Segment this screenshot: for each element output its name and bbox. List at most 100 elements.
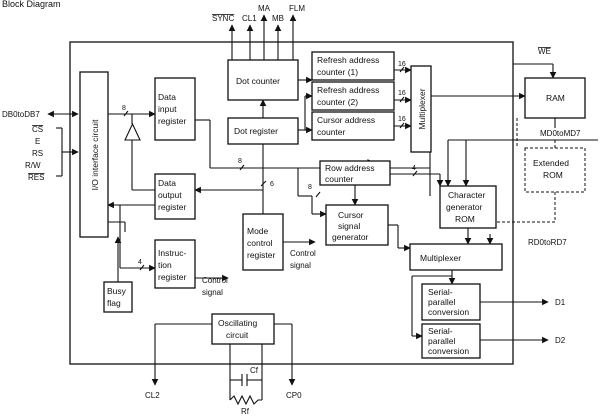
serial1-line3: conversion xyxy=(428,307,469,317)
cp0-signal: CP0 xyxy=(286,391,302,400)
data-output-line3: register xyxy=(158,202,187,212)
cursor-gen-line1: Cursor xyxy=(338,210,364,220)
ram-label: RAM xyxy=(546,93,565,103)
refresh-address-counter-1: Refresh address counter (1) xyxy=(311,51,395,81)
we-signal: WE xyxy=(538,47,551,56)
busy-flag-line2: flag xyxy=(107,298,121,308)
mode-control-line1: Mode xyxy=(247,226,269,236)
busy-flag: Busy flag xyxy=(103,281,133,313)
cursor-gen-line2: signal xyxy=(338,221,360,231)
sync-signal: SYNC xyxy=(212,14,234,23)
cursor-addr-line2: counter xyxy=(317,127,346,137)
data-input-line2: input xyxy=(158,104,177,114)
osc-line2: circuit xyxy=(226,330,249,340)
res-signal: RES xyxy=(28,173,44,182)
busy-flag-line1: Busy xyxy=(107,286,127,296)
mode-control-register: Mode control register xyxy=(242,213,284,271)
bus-width-16a: 16 xyxy=(398,61,406,68)
data-output-line1: Data xyxy=(158,178,176,188)
ram-block: RAM xyxy=(524,77,586,119)
control-signal-1-line1: Control xyxy=(202,276,228,285)
dot-register: Dot register xyxy=(227,117,299,145)
instruction-register: Instruc- tion register xyxy=(154,239,196,289)
cursor-gen-line3: generator xyxy=(332,232,369,242)
dot-counter-label: Dot counter xyxy=(236,76,280,86)
page-title: Block Diagram xyxy=(2,0,61,9)
bus-width-16b: 16 xyxy=(398,90,406,97)
oscillating-circuit: Oscillating circuit xyxy=(211,313,275,345)
control-signal-2-line2: signal xyxy=(290,261,311,270)
d2-signal: D2 xyxy=(555,336,566,345)
io-interface-block: I/O interface circuit xyxy=(79,71,109,238)
instruction-line2: tion xyxy=(158,260,172,270)
bus-width-4b: 4 xyxy=(412,165,416,172)
row-address-counter: Row address counter xyxy=(319,160,391,186)
control-inputs: CS E RS R/W RES xyxy=(25,125,79,182)
serial-parallel-conversion-2: Serial- parallel conversion xyxy=(421,323,481,359)
d1-signal: D1 xyxy=(555,298,566,307)
e-signal: E xyxy=(35,137,40,146)
serial2-line2: parallel xyxy=(428,336,456,346)
data-input-line1: Data xyxy=(158,92,176,102)
refresh-address-counter-2: Refresh address counter (2) xyxy=(311,81,395,111)
row-addr-line1: Row address xyxy=(325,163,375,173)
refresh1-line2: counter (1) xyxy=(317,67,358,77)
control-signal-2-line1: Control xyxy=(290,249,316,258)
mode-control-line2: control xyxy=(247,238,273,248)
data-output-line2: output xyxy=(158,190,182,200)
flm-signal: FLM xyxy=(289,4,305,13)
instruction-line1: Instruc- xyxy=(158,248,187,258)
data-input-register: Data input register xyxy=(154,77,196,141)
instruction-line3: register xyxy=(158,272,187,282)
rd-signal: RD0toRD7 xyxy=(528,238,567,247)
dot-counter: Dot counter xyxy=(227,59,299,101)
cursor-address-counter: Cursor address counter xyxy=(311,111,395,141)
mode-control-line3: register xyxy=(247,250,276,260)
refresh2-line2: counter (2) xyxy=(317,97,358,107)
char-gen-line1: Character xyxy=(448,190,485,200)
bus-width-4a: 4 xyxy=(138,259,142,266)
data-input-line3: register xyxy=(158,116,187,126)
extended-rom-block: Extended ROM xyxy=(524,147,586,193)
ma-signal: MA xyxy=(258,4,271,13)
bus-width-8a: 8 xyxy=(122,105,126,112)
multiplexer-horizontal: Multiplexer xyxy=(409,243,503,271)
multiplexer-v-label: Multiplexer xyxy=(417,88,427,129)
character-generator-rom: Character generator ROM xyxy=(439,185,497,229)
serial1-line1: Serial- xyxy=(428,287,453,297)
bus-width-16c: 16 xyxy=(398,116,406,123)
cs-signal: CS xyxy=(32,125,43,134)
cursor-signal-generator: Cursor signal generator xyxy=(325,204,389,246)
mb-signal: MB xyxy=(272,14,284,23)
serial2-line1: Serial- xyxy=(428,326,453,336)
char-gen-line3: ROM xyxy=(455,214,475,224)
rf-label: Rf xyxy=(241,407,250,416)
ext-rom-line1: Extended xyxy=(533,158,569,168)
io-interface-label: I/O interface circuit xyxy=(90,119,100,190)
refresh2-line1: Refresh address xyxy=(317,85,379,95)
data-output-register: Data output register xyxy=(154,173,196,220)
cl1-signal: CL1 xyxy=(242,14,257,23)
rw-signal: R/W xyxy=(25,161,41,170)
serial-parallel-conversion-1: Serial- parallel conversion xyxy=(421,283,481,321)
control-signal-1-line2: signal xyxy=(202,288,223,297)
db-signal: DB0toDB7 xyxy=(2,110,40,119)
char-gen-line2: generator xyxy=(446,202,483,212)
cursor-addr-line1: Cursor address xyxy=(317,115,375,125)
serial2-line3: conversion xyxy=(428,346,469,356)
dot-register-label: Dot register xyxy=(234,126,278,136)
bus-width-6: 6 xyxy=(270,181,274,188)
multiplexer-vertical: Multiplexer xyxy=(410,65,432,153)
rs-signal: RS xyxy=(32,149,43,158)
serial1-line2: parallel xyxy=(428,297,456,307)
bus-width-8c: 8 xyxy=(308,184,312,191)
ext-rom-line2: ROM xyxy=(543,170,563,180)
osc-line1: Oscillating xyxy=(218,318,257,328)
md-signal: MD0toMD7 xyxy=(540,129,581,138)
cf-label: Cf xyxy=(250,366,259,375)
row-addr-line2: counter xyxy=(325,174,354,184)
bus-width-8b: 8 xyxy=(238,158,242,165)
cl2-signal: CL2 xyxy=(145,391,160,400)
refresh1-line1: Refresh address xyxy=(317,55,379,65)
